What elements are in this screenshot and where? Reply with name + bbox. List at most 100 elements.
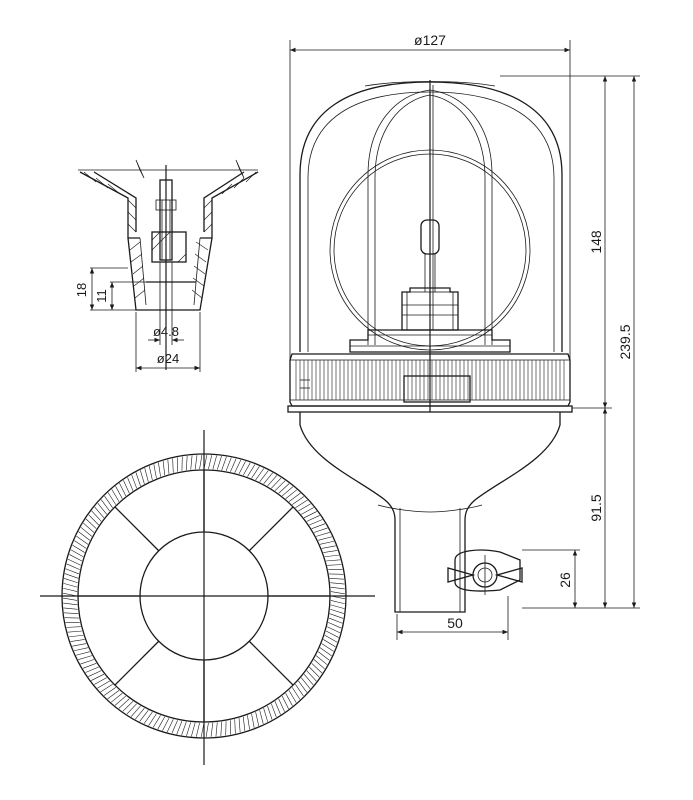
top-view-spokes xyxy=(78,470,330,722)
knurl-line xyxy=(220,721,222,737)
knurl-line xyxy=(278,698,285,712)
knurl-line xyxy=(70,549,84,558)
knurl-line xyxy=(78,531,91,541)
wing-nut xyxy=(447,555,523,595)
knurl-line xyxy=(80,659,95,665)
knurl-line xyxy=(303,511,317,519)
knurl-line xyxy=(221,456,227,471)
knurl-line xyxy=(166,719,174,733)
knurl-line xyxy=(259,710,264,725)
knurl-line xyxy=(85,518,97,529)
knurl-line xyxy=(85,666,99,673)
knurl-line xyxy=(181,721,187,736)
knurl-line xyxy=(259,470,269,483)
knurl-line xyxy=(83,522,95,533)
knurl-line xyxy=(321,643,334,652)
dome-inner-outline xyxy=(307,91,555,352)
knurl-line xyxy=(301,507,314,515)
knurl-line xyxy=(330,591,346,595)
knurl-line xyxy=(295,499,308,509)
knurl-line xyxy=(97,680,110,689)
knurl-line xyxy=(69,554,83,562)
knurl-line xyxy=(76,535,89,545)
knurl-line xyxy=(135,707,145,720)
knurl-line xyxy=(63,602,78,606)
knurl-line xyxy=(153,464,157,479)
knurl-line xyxy=(313,527,328,533)
knurl-line xyxy=(317,651,330,661)
knurl-line xyxy=(315,655,328,665)
side-dimensions: ø127 148 239.5 91.5 26 50 xyxy=(289,32,640,640)
knurl-line xyxy=(324,634,338,643)
knurl-line xyxy=(327,626,341,634)
dim-stem-width: 50 xyxy=(447,615,463,631)
knurl-line xyxy=(190,455,193,470)
knurl-line xyxy=(119,483,127,497)
knurl-line xyxy=(100,499,110,512)
knurl-line xyxy=(306,670,317,682)
knurl-line xyxy=(281,486,294,497)
knurl-line xyxy=(208,455,213,470)
knurl-line xyxy=(225,457,232,472)
knurl-line xyxy=(288,492,301,502)
knurl-line xyxy=(330,608,344,614)
knurl-line xyxy=(64,578,78,584)
knurl-line xyxy=(62,597,78,601)
top-view xyxy=(40,430,375,765)
knurl-line xyxy=(88,670,102,677)
knurl-line xyxy=(288,690,297,703)
mount-detail-section xyxy=(78,159,259,370)
knurl-line xyxy=(238,461,246,475)
knurl-line xyxy=(194,455,198,470)
knurl-line xyxy=(111,489,120,502)
knurl-line xyxy=(162,717,170,731)
knurl-line xyxy=(72,544,85,553)
knurl-line xyxy=(70,639,85,642)
knurl-line xyxy=(100,683,113,693)
top-view-ribbed-ring xyxy=(62,454,346,738)
knurl-line xyxy=(74,540,87,549)
knurl-line xyxy=(330,586,345,590)
knurl-line xyxy=(285,489,297,499)
knurl-line xyxy=(72,643,87,647)
knurl-line xyxy=(323,639,336,648)
knurl-line xyxy=(267,475,278,487)
knurl-line xyxy=(97,503,107,515)
knurl-line xyxy=(107,492,117,505)
knurl-line xyxy=(318,536,333,541)
spoke-line xyxy=(248,506,294,552)
knurl-line xyxy=(139,709,149,722)
dim-bracket-height: 26 xyxy=(557,572,573,588)
knurl-line xyxy=(329,578,345,580)
knurl-line xyxy=(67,630,82,633)
knurl-line xyxy=(323,550,338,553)
knurl-line xyxy=(143,711,153,724)
knurl-line xyxy=(316,532,330,537)
knurl-line xyxy=(203,454,208,470)
knurl-line xyxy=(186,455,188,471)
spoke-line xyxy=(114,506,160,552)
knurl-line xyxy=(69,634,84,638)
knurl-line xyxy=(167,459,170,474)
knurl-line xyxy=(148,466,153,481)
dim-mount-height-inner: 11 xyxy=(94,289,109,303)
knurl-line xyxy=(65,568,80,575)
spoke-line xyxy=(114,640,160,686)
dome-outline xyxy=(299,81,563,352)
knurl-line xyxy=(325,630,339,638)
knurl-line xyxy=(251,466,260,479)
knurl-line xyxy=(67,558,81,566)
dim-pin-diameter: ø4.8 xyxy=(153,324,179,339)
knurl-line xyxy=(242,462,251,476)
knurl-line xyxy=(62,592,78,597)
knurl-line xyxy=(309,666,320,678)
knurl-line xyxy=(238,718,241,733)
dim-lens-diameter: ø127 xyxy=(414,32,446,48)
knurl-line xyxy=(94,506,105,519)
dim-mount-height-outer: 18 xyxy=(74,283,89,297)
knurl-line xyxy=(63,587,78,592)
knurl-line xyxy=(251,713,255,728)
knurl-line xyxy=(126,703,137,715)
detail-dimensions: 18 11 ø4.8 ø24 xyxy=(74,262,201,372)
